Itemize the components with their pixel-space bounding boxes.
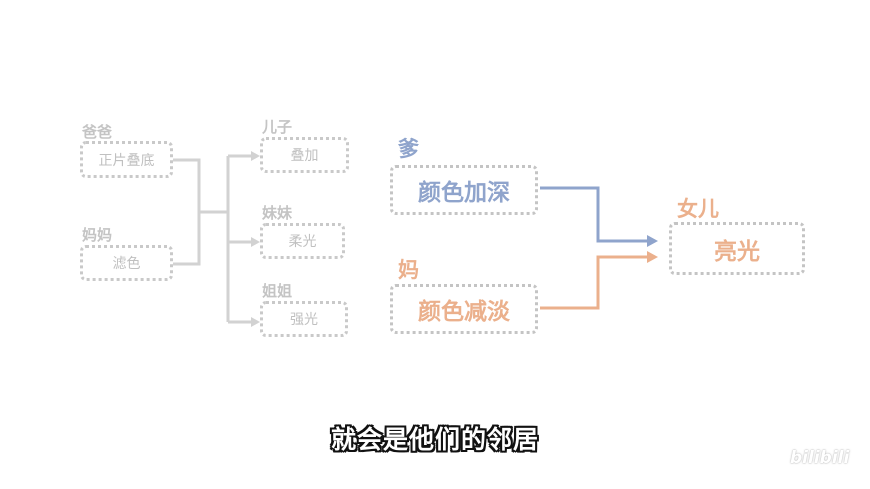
dad-label: 爸爸 xyxy=(82,123,113,141)
mom-label: 妈妈 xyxy=(82,226,113,244)
daughter-label: 女儿 xyxy=(677,197,719,221)
hard-light-box: 强光 xyxy=(260,301,348,337)
father-label: 爹 xyxy=(398,137,419,161)
bilibili-watermark-logo: bilibili xyxy=(790,448,850,468)
soft-light-box: 柔光 xyxy=(260,223,345,259)
overlay-box: 叠加 xyxy=(260,137,349,173)
screen-box: 滤色 xyxy=(80,245,173,281)
color-burn-box: 颜色加深 xyxy=(390,165,538,215)
son-label: 儿子 xyxy=(262,118,293,136)
mother-label: 妈 xyxy=(398,258,419,282)
subtitle-caption: 就会是他们的邻居 xyxy=(330,425,539,454)
older-sister-label: 姐姐 xyxy=(262,282,293,300)
multiply-box: 正片叠底 xyxy=(80,141,173,178)
younger-sister-label: 妹妹 xyxy=(262,204,293,222)
vivid-light-box: 亮光 xyxy=(669,222,805,275)
color-dodge-box: 颜色减淡 xyxy=(390,284,538,334)
